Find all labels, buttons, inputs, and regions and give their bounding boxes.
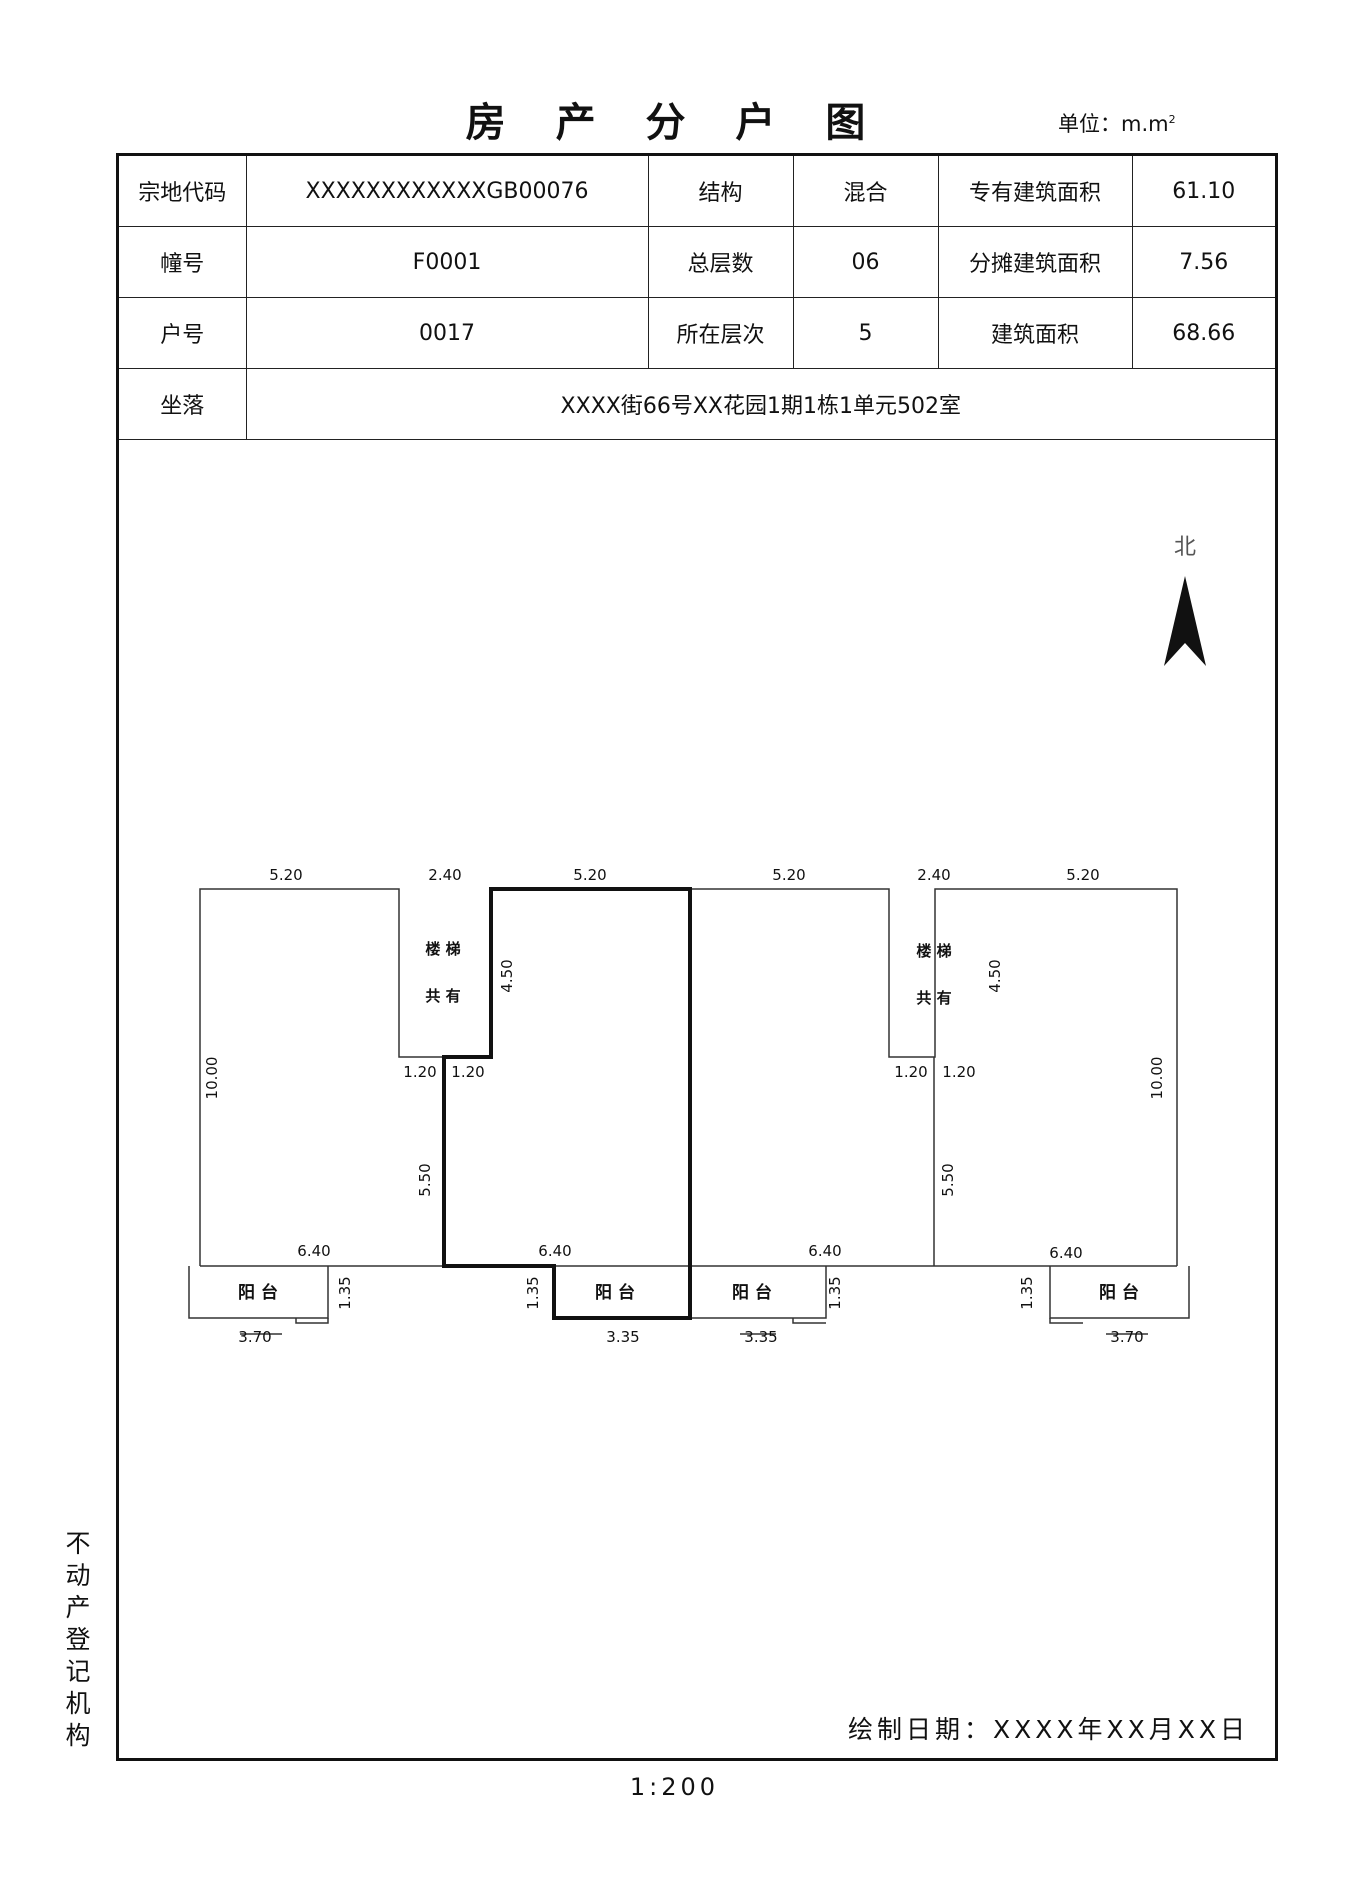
table-row: 幢号 F0001 总层数 06 分摊建筑面积 7.56 [119, 226, 1275, 298]
drawing-frame: 宗地代码 XXXXXXXXXXXXGB00076 结构 混合 专有建筑面积 61… [116, 153, 1278, 1761]
dim-top-3: 5.20 [573, 866, 606, 884]
dim-top-6: 5.20 [1066, 866, 1099, 884]
top-dimensions: 5.20 2.40 5.20 5.20 2.40 5.20 [269, 866, 1099, 884]
unit-label: 单位：m.m2 [1058, 112, 1176, 136]
dim-inner-left: 5.50 [416, 1163, 434, 1196]
dim-stair-w1: 1.20 [403, 1063, 436, 1081]
stair-labels: 楼 梯 共 有 楼 梯 共 有 [425, 940, 951, 1007]
unit-no-value: 0017 [245, 297, 649, 369]
shared-area-value: 7.56 [1131, 226, 1275, 298]
dim-balcony-1: 1.35 [336, 1276, 354, 1309]
north-arrow-icon [1164, 576, 1206, 666]
dim-depth-right: 10.00 [1148, 1057, 1166, 1100]
shared-area-label: 分摊建筑面积 [937, 226, 1133, 298]
balcony-label-1: 阳 台 [238, 1282, 278, 1303]
dim-unit-1: 6.40 [297, 1242, 330, 1260]
dim-balcony-w1: 3.70 [238, 1328, 271, 1346]
dim-stair-w4: 1.20 [942, 1063, 975, 1081]
floor-label: 所在层次 [647, 297, 794, 369]
dim-top-2: 2.40 [428, 866, 461, 884]
unit-no-label: 户号 [119, 297, 247, 369]
location-value: XXXX街66号XX花园1期1栋1单元502室 [245, 368, 1275, 440]
stair-label-right-2: 共 有 [916, 989, 951, 1007]
dim-unit-4: 6.40 [1049, 1244, 1082, 1262]
building-area-value: 68.66 [1131, 297, 1275, 369]
dim-stair-left: 4.50 [498, 959, 516, 992]
info-table: 宗地代码 XXXXXXXXXXXXGB00076 结构 混合 专有建筑面积 61… [119, 156, 1275, 440]
balcony-label-4: 阳 台 [1099, 1282, 1139, 1303]
parcel-code-label: 宗地代码 [119, 156, 247, 227]
building-area-label: 建筑面积 [937, 297, 1133, 369]
stair-label-left-1: 楼 梯 [425, 940, 460, 958]
table-row: 户号 0017 所在层次 5 建筑面积 68.66 [119, 297, 1275, 369]
dim-stair-w2: 1.20 [451, 1063, 484, 1081]
dim-balcony-w2: 3.35 [606, 1328, 639, 1346]
dim-stair-right: 4.50 [986, 959, 1004, 992]
dim-balcony-w3: 3.35 [744, 1328, 777, 1346]
drawing-date: 绘制日期：XXXX年XX月XX日 [847, 1715, 1249, 1744]
scale-label: 1:200 [629, 1773, 720, 1801]
dim-inner-right: 5.50 [939, 1163, 957, 1196]
dim-depth-left: 10.00 [203, 1057, 221, 1100]
dim-balcony-3: 1.35 [826, 1276, 844, 1309]
stair-label-left-2: 共 有 [425, 987, 460, 1005]
exclusive-area-label: 专有建筑面积 [937, 156, 1133, 227]
page-title: 房 产 分 户 图 [465, 100, 884, 146]
dim-unit-3: 6.40 [808, 1242, 841, 1260]
dim-stair-w3: 1.20 [894, 1063, 927, 1081]
total-floors-value: 06 [792, 226, 939, 298]
floor-value: 5 [792, 297, 939, 369]
north-label: 北 [1174, 535, 1196, 560]
table-row: 坐落 XXXX街66号XX花园1期1栋1单元502室 [119, 368, 1275, 440]
exclusive-area-value: 61.10 [1131, 156, 1275, 227]
vertical-dimensions: 10.00 10.00 4.50 4.50 5.50 5.50 1.35 1.3… [203, 959, 1166, 1309]
highlighted-unit [442, 887, 692, 1320]
balcony-label-3: 阳 台 [732, 1282, 772, 1303]
dim-unit-2: 6.40 [538, 1242, 571, 1260]
location-label: 坐落 [119, 368, 247, 440]
table-row: 宗地代码 XXXXXXXXXXXXGB00076 结构 混合 专有建筑面积 61… [119, 156, 1275, 227]
dim-top-5: 2.40 [917, 866, 950, 884]
building-no-value: F0001 [245, 226, 649, 298]
dim-top-1: 5.20 [269, 866, 302, 884]
horizontal-dimensions: 1.20 1.20 1.20 1.20 6.40 6.40 6.40 6.40 … [238, 1063, 1143, 1346]
parcel-code-value: XXXXXXXXXXXXGB00076 [245, 156, 649, 227]
balcony-labels: 阳 台 阳 台 阳 台 阳 台 [238, 1282, 1139, 1303]
stair-label-right-1: 楼 梯 [916, 942, 951, 960]
balcony-label-2: 阳 台 [595, 1282, 635, 1303]
dim-top-4: 5.20 [772, 866, 805, 884]
dim-balcony-w4: 3.70 [1110, 1328, 1143, 1346]
dim-balcony-4: 1.35 [1018, 1276, 1036, 1309]
registration-authority: 不动产登记机构 [65, 1529, 91, 1750]
dim-balcony-2: 1.35 [524, 1276, 542, 1309]
